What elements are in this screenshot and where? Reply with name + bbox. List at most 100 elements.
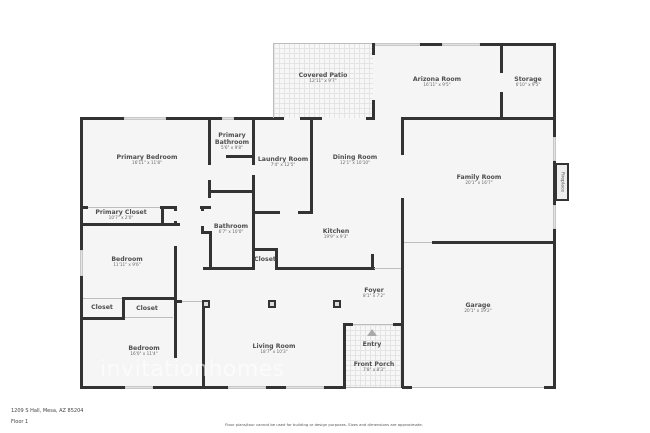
closet-door xyxy=(125,317,173,318)
wall xyxy=(209,231,212,270)
window xyxy=(553,137,556,161)
garage-door-interior xyxy=(404,242,432,243)
wall xyxy=(500,43,503,73)
room-label-closet-1: Closet xyxy=(91,304,113,311)
window xyxy=(228,386,266,389)
wall xyxy=(371,254,374,270)
wall xyxy=(153,386,228,389)
wall xyxy=(80,317,125,320)
wall xyxy=(553,161,556,205)
wall xyxy=(174,206,177,211)
wall xyxy=(202,300,205,388)
wall xyxy=(420,43,442,46)
wall xyxy=(161,206,164,224)
wall xyxy=(372,100,375,118)
wall xyxy=(80,206,88,209)
wall xyxy=(208,117,211,165)
entry-arrow-icon xyxy=(367,329,377,336)
wall xyxy=(343,323,346,389)
wall xyxy=(252,117,255,165)
wall xyxy=(366,117,375,120)
wall xyxy=(275,248,278,270)
disclaimer-text: Floor plans/tour cannot be used for buil… xyxy=(225,422,423,427)
fireplace-label: Fireplace xyxy=(559,171,565,193)
wall xyxy=(174,300,182,303)
wall xyxy=(80,386,125,389)
arizona-room-area xyxy=(373,43,501,118)
wall xyxy=(226,155,252,158)
wall xyxy=(403,117,555,120)
address-text: 1209 S Hall, Mesa, AZ 85204 xyxy=(11,408,84,414)
wall xyxy=(401,198,404,388)
wall xyxy=(274,117,284,120)
wall xyxy=(310,117,313,214)
wall xyxy=(544,386,556,389)
opening xyxy=(182,301,202,302)
wall xyxy=(80,117,124,120)
window xyxy=(124,117,166,120)
window xyxy=(442,43,480,46)
wall xyxy=(432,241,555,244)
wall xyxy=(266,386,286,389)
front-door xyxy=(353,324,393,325)
watermark: invitationhomes xyxy=(100,357,285,382)
wall xyxy=(80,223,180,226)
wall xyxy=(402,386,412,389)
garage-door xyxy=(412,387,544,388)
room-label-entry: Entry xyxy=(362,341,382,348)
window xyxy=(286,386,324,389)
wall xyxy=(174,314,177,320)
room-label-closet-2: Closet xyxy=(136,305,158,312)
wall xyxy=(393,323,403,326)
porch-edge xyxy=(346,387,402,388)
wall xyxy=(252,211,280,214)
column xyxy=(268,300,276,308)
closet-door xyxy=(88,207,160,208)
wall xyxy=(201,206,204,211)
wall xyxy=(166,117,222,120)
wall xyxy=(343,323,353,326)
wall xyxy=(275,267,375,270)
wall xyxy=(203,267,253,270)
wall xyxy=(201,226,204,231)
covered-patio-area xyxy=(274,43,373,118)
wall xyxy=(201,231,211,234)
window xyxy=(553,205,556,229)
column xyxy=(202,300,210,308)
wall xyxy=(553,229,556,389)
wall xyxy=(500,92,503,118)
wall xyxy=(208,180,211,198)
wall xyxy=(208,190,253,193)
patio-edge xyxy=(273,43,274,118)
main-house-area xyxy=(81,118,555,388)
wall xyxy=(122,297,125,319)
room-label-closet-kitchen: Closet xyxy=(254,256,276,263)
wall xyxy=(401,117,404,155)
wall xyxy=(80,297,83,300)
window xyxy=(375,43,420,46)
window xyxy=(222,117,234,120)
window xyxy=(125,386,153,389)
wall xyxy=(200,206,211,209)
column xyxy=(333,300,341,308)
wall xyxy=(252,175,255,270)
wall xyxy=(553,43,556,118)
wall xyxy=(253,248,277,251)
window xyxy=(80,250,83,276)
wall xyxy=(372,43,375,55)
wall xyxy=(160,206,176,209)
